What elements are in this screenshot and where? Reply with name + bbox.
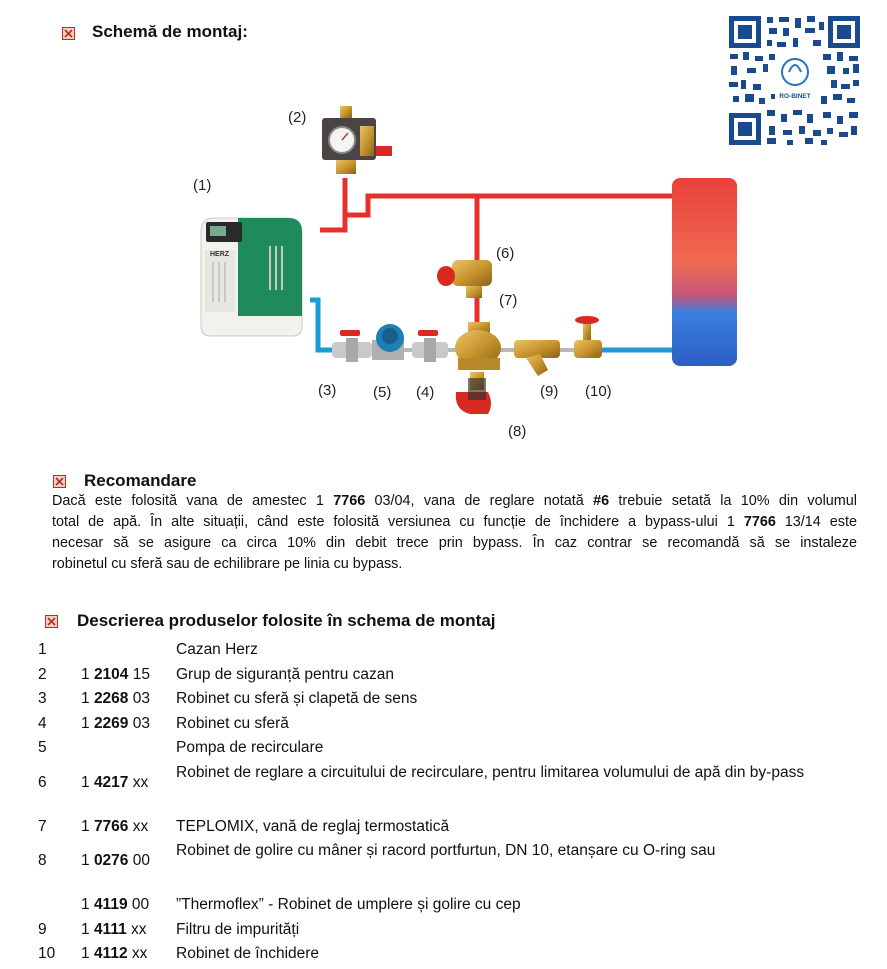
qr-code: RO-BINET — [727, 14, 862, 147]
label-8: (8) — [508, 423, 526, 440]
product-code: 1 2268 03 — [81, 690, 150, 707]
boiler: HERZ — [200, 217, 303, 337]
boiler-brand: HERZ — [210, 251, 230, 258]
montage-title: Schemă de montaj: — [92, 22, 248, 41]
table-row: 9 1 4111 xx Filtru de impurități — [38, 920, 886, 945]
ball-valve-check — [332, 330, 372, 362]
table-row: 5 Pompa de recirculare — [38, 738, 886, 763]
table-row: 10 1 4112 xx Robinet de închidere — [38, 944, 886, 969]
recommendation-line-2: total de apă. În alte situații, când est… — [52, 514, 857, 530]
checkbox-icon — [53, 475, 66, 488]
shutoff-valve — [574, 316, 602, 358]
dirt-filter — [514, 340, 560, 376]
product-description: Grup de siguranță pentru cazan — [176, 665, 394, 683]
row-number: 2 — [38, 665, 47, 683]
product-code: 1 2269 03 — [81, 714, 150, 732]
product-description: Cazan Herz — [176, 641, 258, 658]
recommendation-line-3: necesar să se asigure ca circa 10% din d… — [52, 535, 857, 551]
label-1: (1) — [193, 177, 211, 194]
label-5: (5) — [373, 384, 391, 401]
row-number — [38, 895, 81, 920]
label-3: (3) — [318, 382, 336, 399]
product-description: TEPLOMIX, vană de reglaj termostatică — [176, 817, 450, 835]
ball-valve — [412, 330, 448, 362]
checkbox-icon — [62, 27, 75, 40]
storage-tank — [672, 178, 737, 366]
product-description: Filtru de impurități — [176, 920, 300, 938]
product-description: Robinet de închidere — [176, 945, 320, 962]
row-number: 6 — [38, 773, 47, 791]
mixing-valve — [455, 322, 501, 370]
row-number: 5 — [38, 739, 47, 756]
product-code: 1 4217 xx — [81, 773, 149, 791]
recommendation-title: Recomandare — [84, 471, 197, 490]
recommendation-line-1: Dacă este folosită vana de amestec 1 776… — [52, 493, 857, 509]
table-row: 4 1 2269 03 Robinet cu sferă — [38, 714, 886, 739]
table-row: 3 1 2268 03 Robinet cu sferă și clapetă … — [38, 689, 886, 714]
table-row: 8 1 0276 00 Robinet de golire cu mâner ș… — [38, 841, 886, 895]
table-row: 2 1 2104 15 Grup de siguranță pentru caz… — [38, 665, 886, 690]
table-row: 7 1 7766 xx TEPLOMIX, vană de reglaj ter… — [38, 817, 886, 842]
label-7: (7) — [499, 292, 517, 309]
table-row: 6 1 4217 xx Robinet de reglare a circuit… — [38, 763, 886, 817]
label-2: (2) — [288, 109, 306, 126]
recommendation-line-4: robinetul cu sferă sau de echilibrare pe… — [52, 556, 403, 572]
row-number: 1 — [38, 641, 47, 658]
row-number: 8 — [38, 852, 47, 869]
product-description: Robinet cu sferă — [176, 714, 289, 732]
row-number: 3 — [38, 690, 47, 707]
products-title: Descrierea produselor folosite în schema… — [77, 611, 496, 630]
table-row: 1 Cazan Herz — [38, 640, 886, 665]
table-row: 1 4119 00 ”Thermoflex” - Robinet de umpl… — [38, 895, 886, 920]
product-description: ”Thermoflex” - Robinet de umplere și gol… — [176, 896, 521, 913]
product-code: 1 4111 xx — [81, 920, 147, 938]
product-code: 1 4119 00 — [81, 896, 150, 913]
product-code: 1 7766 xx — [81, 817, 149, 835]
product-description: Pompa de recirculare — [176, 739, 324, 756]
drain-valve — [455, 372, 491, 414]
label-4: (4) — [416, 384, 434, 401]
product-code — [81, 738, 176, 763]
product-code: 1 2104 15 — [81, 665, 150, 683]
row-number: 10 — [38, 945, 56, 962]
recommendation-text: Dacă este folosită vana de amestec 1 776… — [52, 491, 857, 575]
installation-diagram: HERZ — [193, 106, 737, 440]
label-9: (9) — [540, 383, 558, 400]
regulating-valve — [437, 260, 492, 298]
product-code — [81, 640, 176, 665]
row-number: 7 — [38, 817, 47, 835]
label-10: (10) — [585, 383, 612, 400]
products-table: 1 Cazan Herz 2 1 2104 15 Grup de siguran… — [38, 640, 886, 969]
product-description: Robinet de golire cu mâner și racord por… — [176, 842, 716, 859]
product-description: Robinet de reglare a circuitului de reci… — [176, 763, 805, 781]
row-number: 4 — [38, 714, 47, 732]
checkbox-icon — [45, 615, 58, 628]
circulation-pump — [372, 324, 404, 360]
cold-pipe — [310, 297, 675, 353]
qr-brand-text: RO-BINET — [779, 93, 810, 100]
label-6: (6) — [496, 245, 514, 262]
product-code: 1 0276 00 — [81, 852, 150, 869]
row-number: 9 — [38, 920, 47, 938]
safety-group — [322, 106, 392, 174]
product-code: 1 4112 xx — [81, 945, 148, 962]
product-description: Robinet cu sferă și clapetă de sens — [176, 690, 418, 707]
